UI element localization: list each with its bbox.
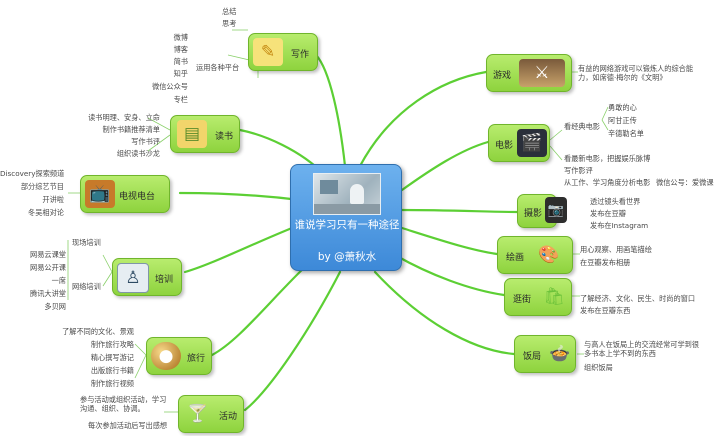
palette-icon: 🎨 <box>538 245 560 265</box>
classic-movie-item: 勇敢的心 <box>608 103 637 112</box>
books-icon: ▤ <box>177 120 207 148</box>
travel-item: 了解不同的文化、景观 <box>62 327 134 336</box>
branch-label: 逛街 <box>513 295 532 305</box>
pencil-icon: ✎ <box>253 38 283 66</box>
dinner-description: 与高人在饭局上的交流经常可学到很多书本上学不到的东西 <box>584 340 700 358</box>
branch-label: 读书 <box>215 132 234 142</box>
branch-painting[interactable]: 绘画 🎨 <box>497 236 573 274</box>
cocktail-icon: 🍸 <box>187 404 209 424</box>
tv-item: Discovery探索频道 <box>0 169 65 178</box>
platform-item: 微博 <box>173 33 188 42</box>
photo-item: 透过镜头看世界 <box>590 197 641 206</box>
office-photo <box>313 173 381 215</box>
branch-label: 电影 <box>495 141 514 151</box>
branch-travel[interactable]: ● 旅行 <box>146 337 212 375</box>
online-course-item: 网易云课堂 <box>30 250 66 259</box>
platform-item: 知乎 <box>173 69 188 78</box>
branch-label: 游戏 <box>493 71 512 81</box>
classic-movie-item: 阿甘正传 <box>608 116 637 125</box>
game-description: 有益的网络游戏可以锻炼人的综合能力，如席德·梅尔的《文明》 <box>578 64 694 82</box>
branch-dinner[interactable]: 饭局 🍲 <box>514 335 576 373</box>
shopping-item: 发布在豆瓣东西 <box>580 306 631 315</box>
online-course-item: 多贝网 <box>44 302 66 311</box>
clapperboard-icon: 🎬 <box>517 129 547 157</box>
platform-item: 微信公众号 <box>152 82 188 91</box>
central-byline: by @萧秋水 <box>317 251 377 263</box>
central-title: 谁说学习只有一种途径 <box>294 219 400 231</box>
presenter-icon: ♙ <box>117 263 149 293</box>
shopping-bags-icon: 🛍 <box>543 287 565 307</box>
movie-sub-topic: 看最新电影，把握娱乐脉博 <box>564 154 651 163</box>
tv-item: 开讲啦 <box>42 195 64 204</box>
painting-item: 用心观察、用画笔描绘 <box>580 245 652 254</box>
travel-item: 出版旅行书籍 <box>90 366 134 375</box>
branch-label: 电视电台 <box>119 192 156 202</box>
branch-activity[interactable]: 🍸 活动 <box>178 395 244 433</box>
training-sub-topic: 网络培训 <box>72 282 101 291</box>
movie-item: 从工作、学习角度分析电影 <box>564 178 651 187</box>
reading-item: 制作书籍推荐清单 <box>102 125 160 134</box>
activity-description: 参与活动或组织活动，学习沟通、组织、协调。 <box>80 395 167 413</box>
branch-movie[interactable]: 电影 🎬 <box>488 124 550 162</box>
branch-label: 培训 <box>155 275 174 285</box>
branch-writing[interactable]: ✎ 写作 <box>248 33 318 71</box>
training-sub-topic: 现场培训 <box>72 238 101 247</box>
online-course-item: 腾讯大讲堂 <box>30 289 66 298</box>
activity-note: 每次参加活动后写出感想 <box>88 421 168 430</box>
writing-item: 总结 <box>222 7 237 16</box>
branch-label: 饭局 <box>523 352 542 362</box>
reading-item: 读书明理、安身、立命 <box>88 113 160 122</box>
movie-wechat: 微信公号：爱微课 <box>656 178 714 187</box>
globe-icon: ● <box>151 342 181 370</box>
television-icon: 📺 <box>85 180 115 208</box>
branch-game[interactable]: 游戏 ⚔ <box>486 54 572 92</box>
travel-item: 精心撰写游记 <box>90 353 134 362</box>
reading-item: 组织读书沙龙 <box>116 149 160 158</box>
camera-icon: 📷 <box>545 197 567 223</box>
online-course-item: 网易公开课 <box>30 263 66 272</box>
dinner-note: 组织饭局 <box>584 363 613 372</box>
travel-item: 制作旅行攻略 <box>90 340 134 349</box>
platform-item: 简书 <box>173 57 188 66</box>
platform-item: 博客 <box>173 45 188 54</box>
game-characters-icon: ⚔ <box>519 59 565 87</box>
movie-sub-topic: 看经典电影 <box>564 122 600 131</box>
writing-item: 思考 <box>222 19 237 28</box>
painting-item: 在豆瓣发布相册 <box>580 258 631 267</box>
branch-label: 写作 <box>291 50 310 60</box>
food-bowl-icon: 🍲 <box>549 344 571 364</box>
platform-item: 专栏 <box>173 95 188 104</box>
movie-item: 写作影评 <box>564 166 593 175</box>
branch-shopping[interactable]: 逛街 🛍 <box>504 278 572 316</box>
travel-item: 制作旅行视频 <box>90 379 134 388</box>
branch-reading[interactable]: ▤ 读书 <box>170 115 240 153</box>
photo-item: 发布在豆瓣 <box>590 209 626 218</box>
branch-label: 绘画 <box>506 253 525 263</box>
branch-training[interactable]: ♙ 培训 <box>112 258 182 296</box>
tv-item: 部分综艺节目 <box>20 182 64 191</box>
tv-item: 冬吴相对论 <box>28 208 64 217</box>
writing-sub-topic: 运用各种平台 <box>196 63 240 72</box>
branch-label: 摄影 <box>524 209 543 219</box>
shopping-item: 了解经济、文化、民生、时尚的窗口 <box>580 294 696 303</box>
online-course-item: 一席 <box>51 276 66 285</box>
branch-tv-radio[interactable]: 📺 电视电台 <box>80 175 170 213</box>
classic-movie-item: 辛德勒名单 <box>608 129 644 138</box>
branch-label: 活动 <box>219 412 238 422</box>
reading-item: 写作书评 <box>131 137 160 146</box>
photo-item: 发布在Instagram <box>590 221 649 230</box>
branch-label: 旅行 <box>187 354 206 364</box>
central-topic[interactable]: 谁说学习只有一种途径 by @萧秋水 <box>290 164 402 271</box>
